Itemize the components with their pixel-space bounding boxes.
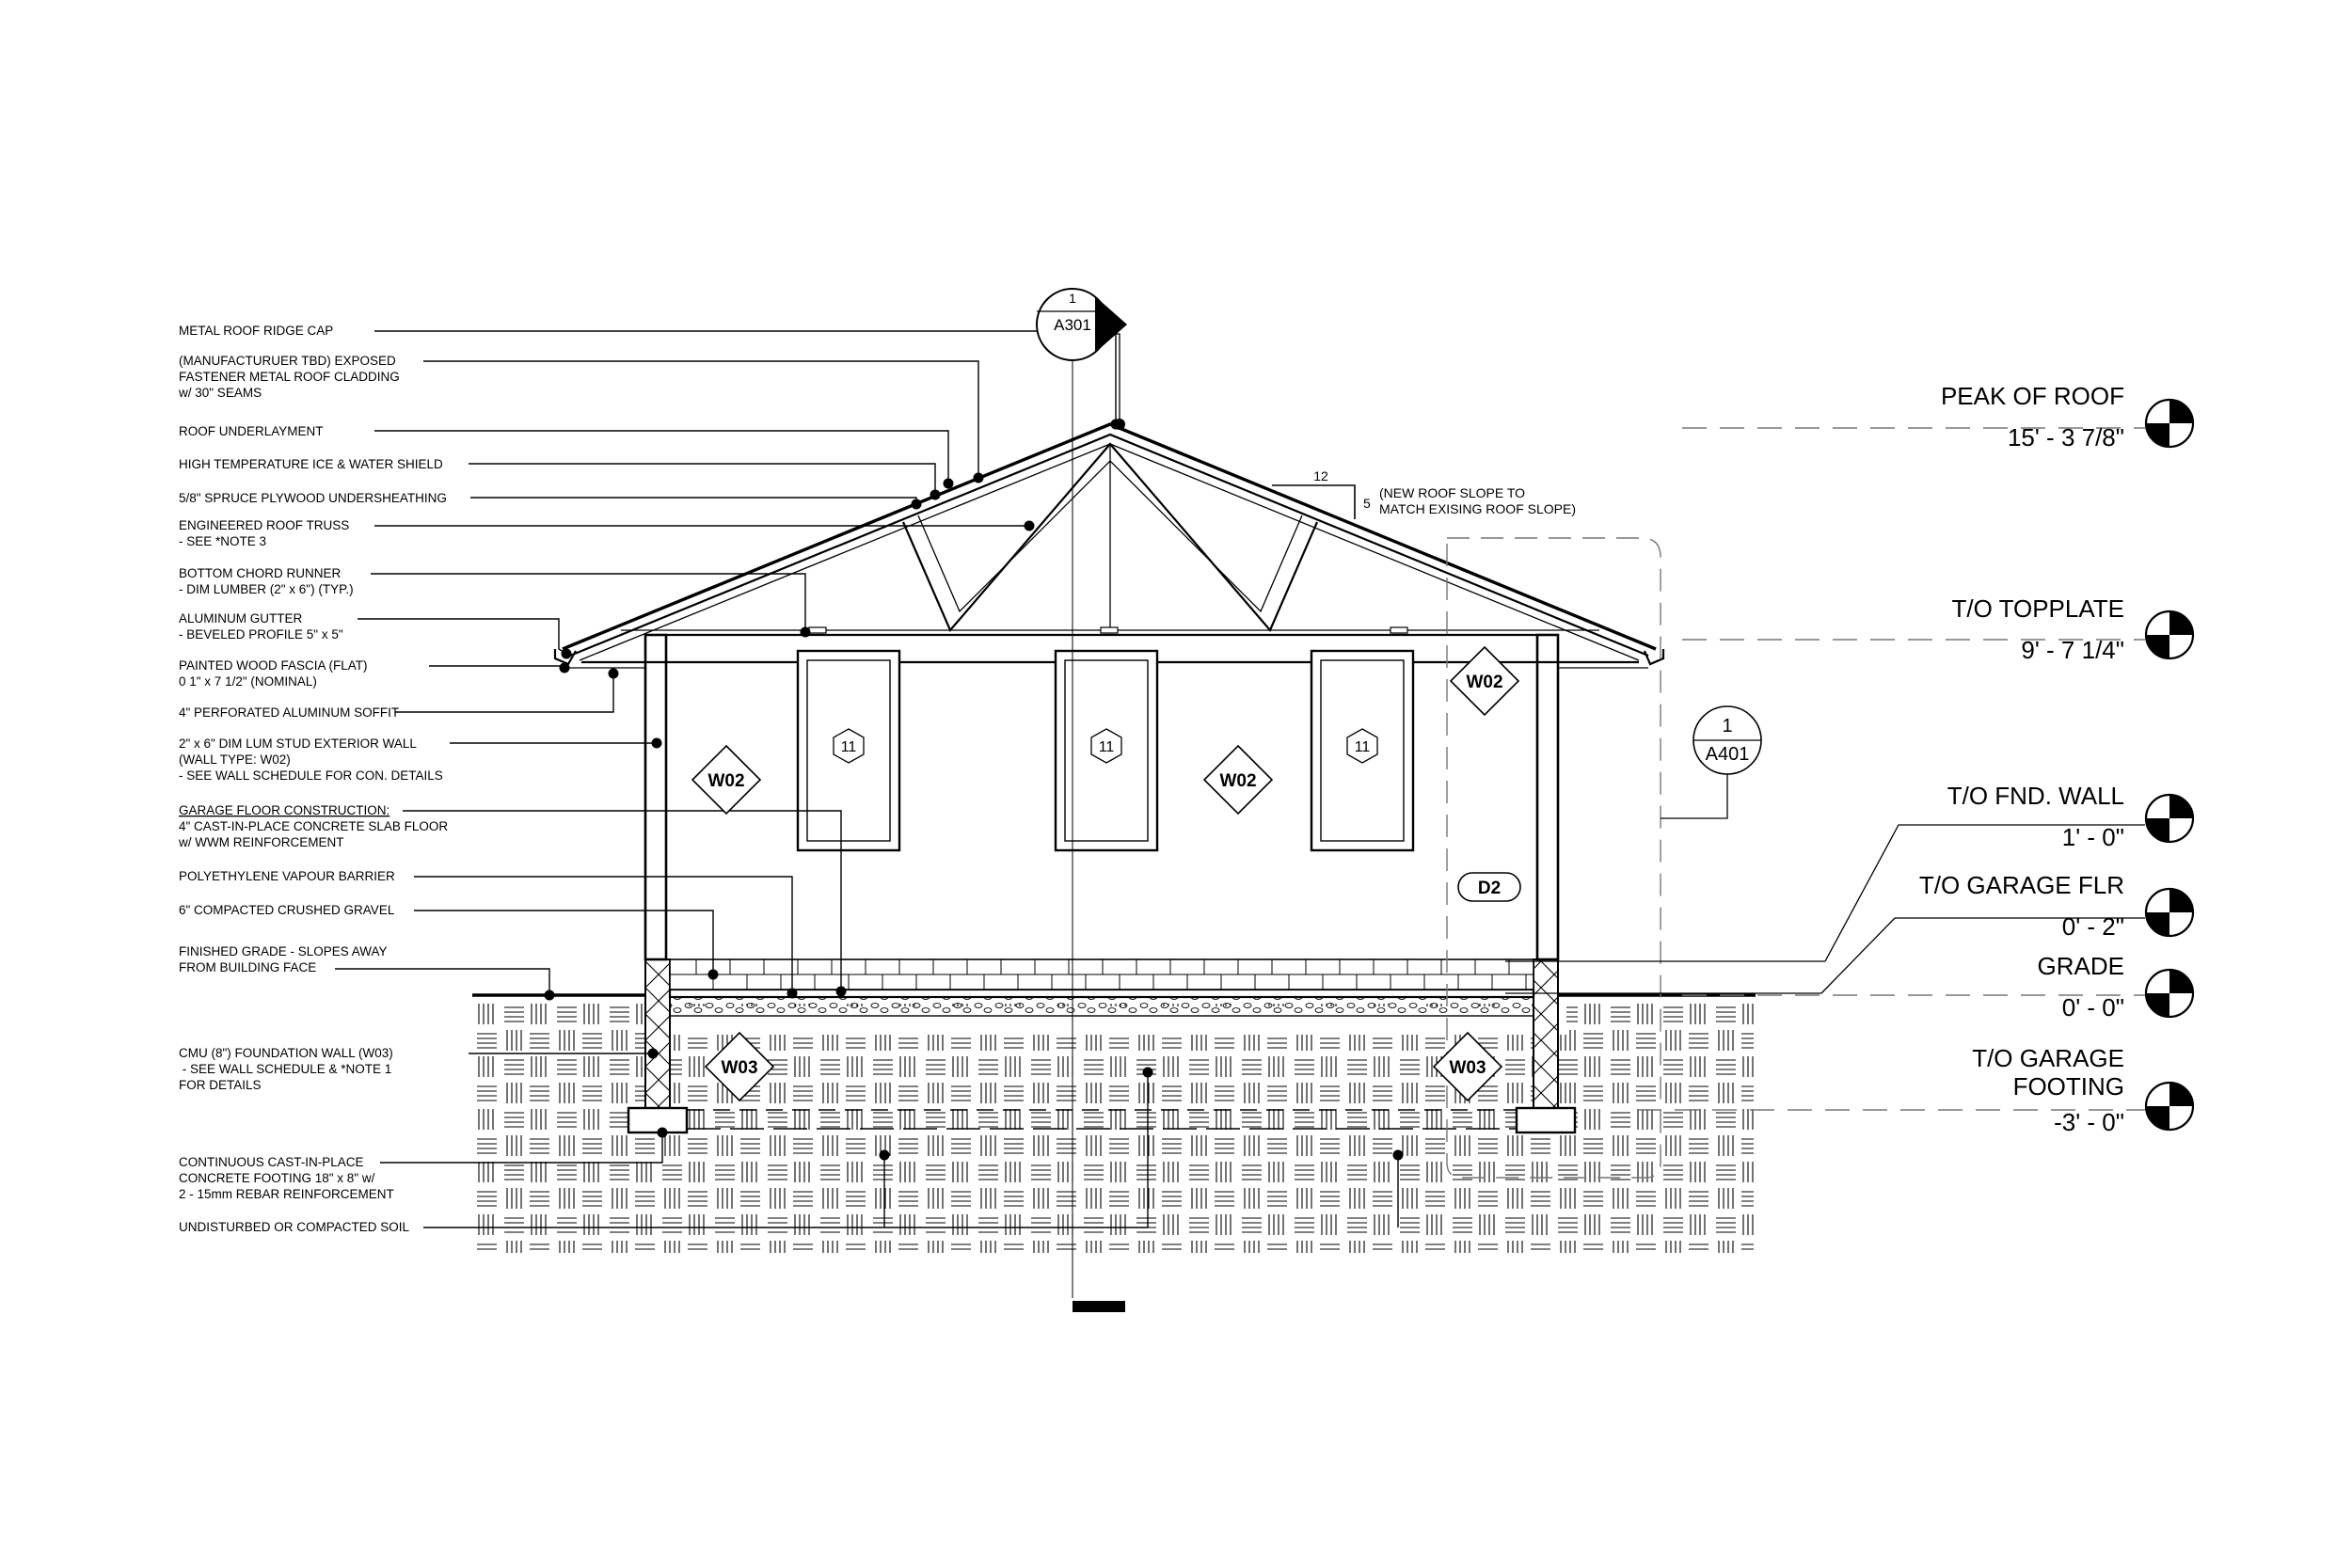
annotation-notes: METAL ROOF RIDGE CAP (MANUFACTURUER TBD) … bbox=[178, 324, 448, 1234]
left-gutter bbox=[553, 649, 577, 666]
foundation-tag-label: W03 bbox=[1449, 1058, 1486, 1078]
level-value: 9' - 7 1/4" bbox=[2021, 636, 2124, 664]
level-name: T/O FND. WALL bbox=[1947, 782, 2124, 810]
wall-tag-label: W02 bbox=[1466, 673, 1502, 692]
wall-tag-label: W02 bbox=[1219, 771, 1256, 791]
right-footing bbox=[1515, 1106, 1577, 1134]
annotation-note: 2" x 6" DIM LUM STUD EXTERIOR WALL(WALL … bbox=[179, 736, 443, 783]
level-value: 15' - 3 7/8" bbox=[2008, 423, 2124, 451]
right-wall bbox=[1535, 633, 1560, 961]
section-marker-sheet: A301 bbox=[1054, 316, 1091, 334]
annotation-note: 5/8" SPRUCE PLYWOOD UNDERSHEATHING bbox=[179, 491, 447, 505]
foundation-tag-label: W03 bbox=[721, 1058, 757, 1078]
door-tag-label: D2 bbox=[1478, 879, 1501, 898]
window-tag-label: 11 bbox=[1355, 739, 1371, 755]
callout-marker-sheet: A401 bbox=[1706, 744, 1750, 765]
level-marker[interactable]: GRADE 0' - 0" bbox=[2038, 952, 2195, 1022]
annotation-note: 6" COMPACTED CRUSHED GRAVEL bbox=[179, 903, 395, 917]
slope-note-line-1: (NEW ROOF SLOPE TO bbox=[1379, 485, 1525, 500]
level-value: 0' - 0" bbox=[2062, 993, 2124, 1022]
callout-marker-number: 1 bbox=[1722, 716, 1732, 736]
annotation-note: 4" PERFORATED ALUMINUM SOFFIT bbox=[179, 705, 399, 720]
slope-run: 12 bbox=[1313, 468, 1328, 483]
level-marker[interactable]: T/O TOPPLATE 9' - 7 1/4" bbox=[1952, 594, 2195, 664]
left-wall bbox=[644, 633, 668, 961]
level-dashed-lines bbox=[1505, 427, 2145, 1111]
roof-slope-indicator: 12 5 (NEW ROOF SLOPE TO MATCH EXISING RO… bbox=[1272, 468, 1576, 519]
level-name: GRADE bbox=[2038, 952, 2124, 980]
left-footing bbox=[627, 1106, 689, 1134]
annotation-note: METAL ROOF RIDGE CAP bbox=[179, 324, 333, 338]
section-marker-number: 1 bbox=[1069, 291, 1076, 306]
wall-tag[interactable]: W02 bbox=[691, 744, 762, 816]
annotation-note: POLYETHYLENE VAPOUR BARRIER bbox=[179, 869, 395, 883]
callout-marker[interactable]: 1 A401 bbox=[1692, 705, 1762, 775]
foundation-tag[interactable]: W03 bbox=[704, 1031, 775, 1102]
level-marker[interactable]: T/O GARAGE FLR 0' - 2" bbox=[1919, 871, 2195, 941]
window-tag[interactable]: 11 bbox=[833, 728, 865, 764]
level-datum-symbol bbox=[2144, 1081, 2195, 1132]
level-datum-symbol bbox=[2144, 610, 2195, 660]
annotation-note: BOTTOM CHORD RUNNER- DIM LUMBER (2" x 6"… bbox=[179, 566, 354, 596]
annotation-note: PAINTED WOOD FASCIA (FLAT)0 1" x 7 1/2" … bbox=[179, 658, 368, 689]
level-markers: PEAK OF ROOF 15' - 3 7/8" T/O TOPPLATE 9' -… bbox=[1919, 382, 2195, 1136]
concrete-slab bbox=[668, 988, 1535, 999]
right-gutter bbox=[1643, 649, 1665, 666]
crushed-gravel bbox=[669, 996, 1534, 1017]
annotation-leaders bbox=[335, 330, 1404, 1228]
level-value: 0' - 2" bbox=[2062, 912, 2124, 941]
section-line-end-mark bbox=[1073, 1301, 1125, 1312]
level-marker[interactable]: T/O FND. WALL 1' - 0" bbox=[1947, 782, 2195, 851]
slope-note-line-2: MATCH EXISING ROOF SLOPE) bbox=[1379, 501, 1576, 516]
level-name: T/O TOPPLATE bbox=[1952, 594, 2125, 623]
level-marker[interactable]: PEAK OF ROOF 15' - 3 7/8" bbox=[1941, 382, 2195, 451]
walls bbox=[644, 633, 1560, 961]
level-name: PEAK OF ROOF bbox=[1941, 382, 2124, 410]
level-datum-symbol bbox=[2144, 887, 2195, 938]
level-datum-symbol bbox=[2144, 398, 2195, 449]
window-tag[interactable]: 11 bbox=[1346, 728, 1378, 764]
annotation-note: ROOF UNDERLAYMENT bbox=[179, 424, 324, 438]
level-value: -3' - 0" bbox=[2054, 1108, 2124, 1136]
annotation-note: CMU (8") FOUNDATION WALL (W03) - SEE WAL… bbox=[179, 1046, 393, 1092]
level-name: T/O GARAGE FLR bbox=[1919, 871, 2124, 899]
wall-tag-label: W02 bbox=[707, 771, 744, 791]
section-marker[interactable]: 1 A301 bbox=[1036, 288, 1127, 430]
foundation bbox=[627, 958, 1577, 1134]
roof bbox=[553, 422, 1665, 669]
wall-tag[interactable]: W02 bbox=[1449, 645, 1520, 717]
wall-tag[interactable]: W02 bbox=[1202, 744, 1274, 816]
annotation-note: ENGINEERED ROOF TRUSS- SEE *NOTE 3 bbox=[179, 518, 349, 548]
annotation-note: HIGH TEMPERATURE ICE & WATER SHIELD bbox=[179, 457, 443, 471]
annotation-note: ALUMINUM GUTTER- BEVELED PROFILE 5" x 5" bbox=[179, 611, 343, 641]
annotation-note: UNDISTURBED OR COMPACTED SOIL bbox=[179, 1220, 410, 1234]
window-tag-label: 11 bbox=[1099, 739, 1115, 755]
detail-callout-boundary[interactable] bbox=[1446, 537, 1661, 1179]
annotation-note: GARAGE FLOOR CONSTRUCTION:4" CAST-IN-PLA… bbox=[178, 803, 448, 849]
truss-webs bbox=[901, 442, 1319, 633]
window-tag[interactable]: 11 bbox=[1090, 728, 1122, 764]
window-tag-label: 11 bbox=[841, 739, 857, 755]
slope-rise: 5 bbox=[1363, 496, 1371, 511]
level-value: 1' - 0" bbox=[2062, 823, 2124, 851]
door-tag[interactable]: D2 bbox=[1457, 872, 1521, 902]
level-datum-symbol bbox=[2144, 968, 2195, 1019]
foundation-tag[interactable]: W03 bbox=[1432, 1031, 1503, 1102]
level-datum-symbol bbox=[2144, 793, 2195, 844]
